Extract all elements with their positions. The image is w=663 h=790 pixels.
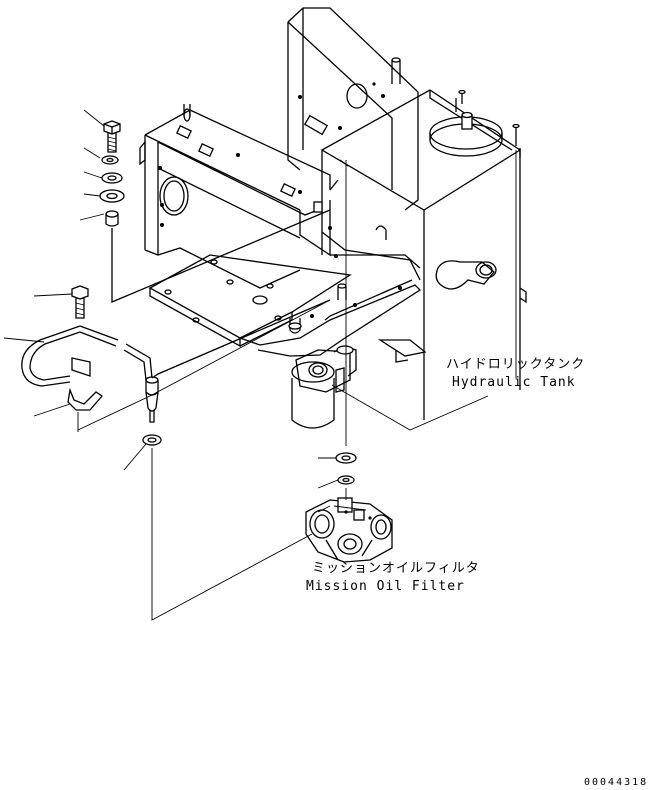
washer-lower-left xyxy=(142,434,162,446)
hydraulic-tank-label-en: Hydraulic Tank xyxy=(452,375,576,390)
mounted-filter xyxy=(291,345,357,429)
mounting-plate xyxy=(148,254,427,363)
mission-oil-filter xyxy=(305,497,393,563)
rear-plate xyxy=(287,7,419,211)
mission-filter-label-jp: ミッションオイルフィルタ xyxy=(312,561,480,576)
main-frame xyxy=(139,104,421,289)
washer-stack-right xyxy=(335,452,357,485)
drawing-number: 00044318 xyxy=(584,777,649,788)
leader-lines xyxy=(3,109,517,489)
hydraulic-tank-label-jp: ハイドロリックタンク xyxy=(446,357,586,372)
sensor-harness xyxy=(21,285,331,423)
hardware-stack xyxy=(99,120,331,303)
mission-filter-label-en: Mission Oil Filter xyxy=(306,579,465,594)
assembly-lines xyxy=(77,160,489,621)
hydraulic-tank xyxy=(320,89,527,420)
